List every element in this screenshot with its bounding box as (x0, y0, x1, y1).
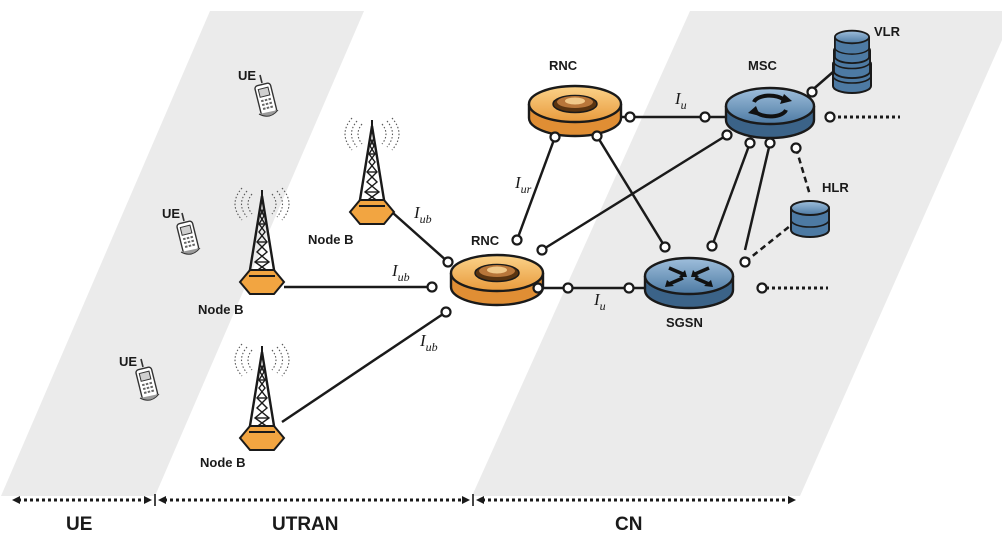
port (659, 241, 671, 253)
port (532, 282, 544, 294)
node-b-1: Node B (308, 116, 401, 247)
link-msc-hlr (794, 147, 812, 196)
port (739, 256, 751, 268)
database-icon (790, 200, 830, 238)
link-rnc-msc (541, 133, 728, 252)
link-nodeb3-rnc (281, 310, 447, 424)
cn-band (472, 11, 1002, 496)
ue-1-label: UE (238, 68, 256, 83)
rnc-main-label: RNC (471, 233, 500, 248)
ue-3-label: UE (119, 354, 137, 369)
iub-label-1: Iub (413, 203, 432, 226)
port (764, 137, 776, 149)
port (623, 282, 635, 294)
sgsn-label: SGSN (666, 315, 703, 330)
router-icon (643, 256, 735, 310)
port (806, 86, 818, 98)
vlr: VLR (832, 24, 901, 94)
port (624, 111, 636, 123)
port (442, 256, 454, 268)
hlr: HLR (790, 180, 849, 238)
port (562, 282, 574, 294)
ue-extent-arrow (12, 496, 152, 504)
port (549, 131, 561, 143)
port (824, 111, 836, 123)
rnc-top-label: RNC (549, 58, 578, 73)
rnc-main: RNC (449, 233, 545, 307)
port (721, 129, 733, 141)
database-icon (834, 29, 870, 65)
port (706, 240, 718, 252)
link-rnc-rnc (515, 136, 557, 241)
link-msc-sgsn-right (743, 142, 772, 251)
ue-band (1, 11, 364, 496)
radio-tower-icon (343, 116, 401, 226)
cn-extent-arrow (476, 496, 796, 504)
node-b-1-label: Node B (308, 232, 354, 247)
hlr-label: HLR (822, 180, 849, 195)
ue-1: UE (238, 68, 279, 118)
utran-region-label: UTRAN (272, 514, 339, 534)
rnc-ring-icon (527, 84, 623, 138)
port (756, 282, 768, 294)
port (536, 244, 548, 256)
ue-2-label: UE (162, 206, 180, 221)
radio-tower-icon (233, 342, 291, 452)
port (790, 142, 802, 154)
iub-label-2: Iub (391, 261, 410, 284)
port (699, 111, 711, 123)
port (591, 130, 603, 142)
utran-extent-arrow (158, 496, 470, 504)
ports (426, 86, 836, 318)
cn-region-label: CN (615, 514, 642, 534)
msc-switch-icon (724, 86, 816, 140)
ue-2: UE (162, 206, 201, 256)
region-bands (1, 11, 1002, 496)
node-b-2: Node B (198, 186, 291, 317)
rnc-ring-icon (449, 253, 545, 307)
node-b-3: Node B (200, 342, 291, 470)
port (744, 137, 756, 149)
ue-region-label: UE (66, 514, 92, 534)
link-rnctop-sgsn (595, 135, 667, 248)
iu-label-bottom: Iu (593, 290, 606, 313)
vlr-label: VLR (874, 24, 901, 39)
iur-label: Iur (514, 173, 532, 196)
iub-label-3: Iub (419, 331, 438, 354)
node-b-2-label: Node B (198, 302, 244, 317)
port (511, 234, 523, 246)
interface-labels: Iub Iub Iub Iur Iu Iu (391, 89, 687, 354)
ue-3: UE (119, 354, 160, 402)
port (426, 281, 438, 293)
msc-label: MSC (748, 58, 778, 73)
link-msc-sgsn-left (710, 142, 752, 247)
link-nodeb1-rnc (392, 212, 449, 263)
rnc-top: RNC (527, 58, 623, 138)
iu-label-top: Iu (674, 89, 687, 112)
links (281, 71, 900, 424)
region-extents: UE UTRAN CN (12, 494, 796, 534)
port (440, 306, 452, 318)
node-b-3-label: Node B (200, 455, 246, 470)
sgsn: SGSN (643, 256, 735, 330)
msc: MSC (724, 58, 816, 140)
